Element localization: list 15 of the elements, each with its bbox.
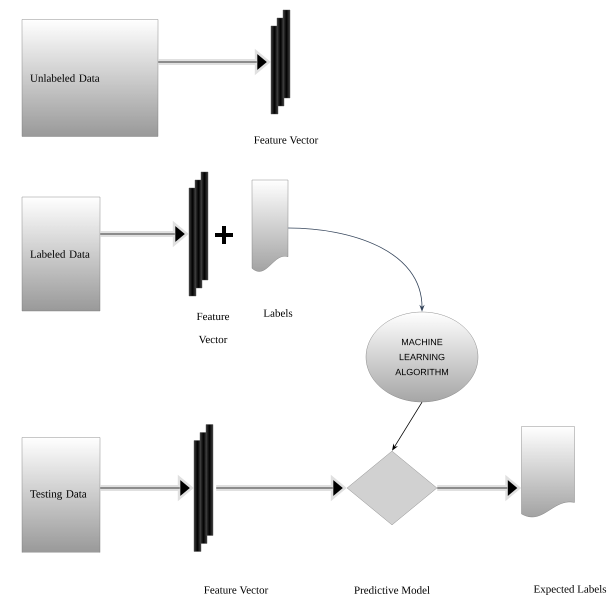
caption-text: Labels xyxy=(264,309,292,317)
caption-text: Predictive Model xyxy=(354,586,430,594)
caption-text: Feature Vector xyxy=(254,136,318,144)
data-box: Testing Data xyxy=(22,437,100,553)
caption-text: Expected Labels xyxy=(534,585,606,595)
document-shape xyxy=(521,426,575,518)
feature-vector-drawing xyxy=(194,424,214,552)
document-shape xyxy=(252,180,288,272)
data-box: Labeled Data xyxy=(22,196,100,312)
caption-text: Feature Vector xyxy=(204,586,268,594)
feature-vector-drawing xyxy=(188,172,208,296)
caption-text: Feature Vector xyxy=(196,312,230,344)
data-box: Unlabeled Data xyxy=(22,19,158,137)
decision-diamond xyxy=(346,450,438,526)
feature-vector-drawing xyxy=(270,10,290,114)
